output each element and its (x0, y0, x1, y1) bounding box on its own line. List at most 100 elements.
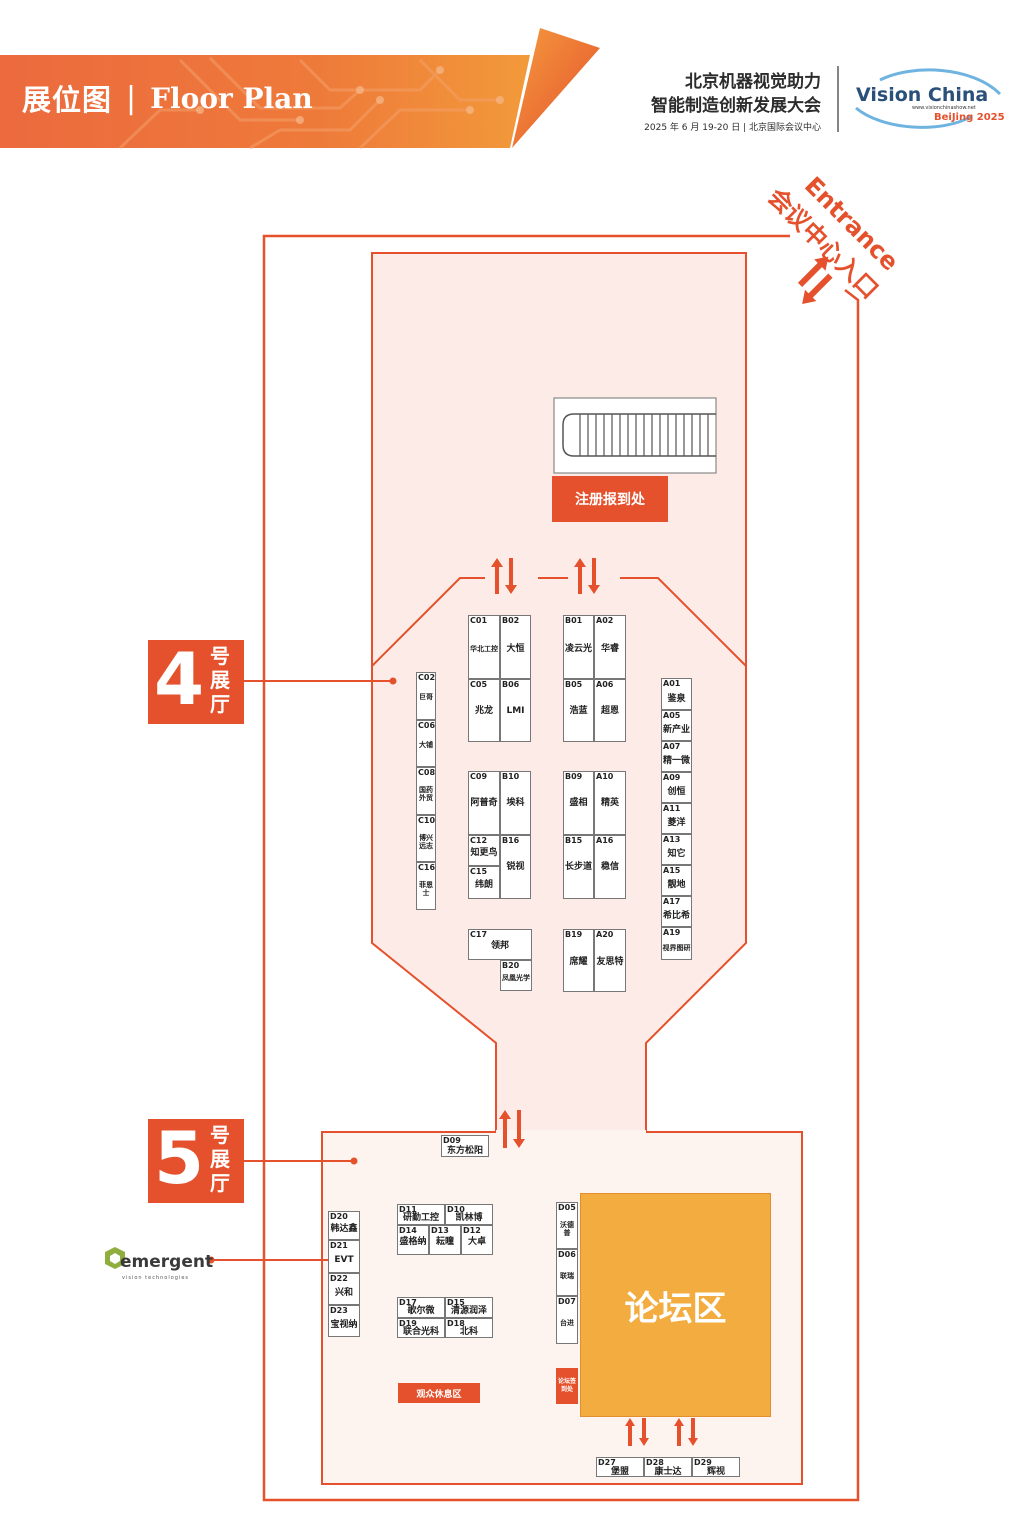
booth-code: B15 (565, 836, 583, 845)
hall5-number: 5 (154, 1116, 205, 1200)
logo-url: www.visionchinashow.net (912, 105, 976, 111)
booth-name: 联合光科 (402, 1327, 439, 1337)
booth-name: EVT (334, 1255, 354, 1265)
booth-code: A17 (663, 897, 681, 906)
booth-code: A06 (596, 680, 614, 689)
logo-main-text: Vision China (856, 84, 989, 106)
booth-code: B09 (565, 772, 583, 781)
booth-name: 凌云光 (564, 644, 592, 654)
forum-checkin[interactable]: 论坛签到处 (556, 1368, 578, 1404)
visitor-lounge[interactable]: 观众休息区 (398, 1383, 480, 1403)
booth-b05[interactable]: B05 浩蓝 (563, 679, 594, 742)
booth-code: D28 (646, 1458, 664, 1467)
booth-name: 韩达鑫 (330, 1224, 358, 1234)
booth-name: 歌尔微 (407, 1306, 435, 1316)
booth-code: C06 (418, 721, 436, 730)
booth-name: 清源润泽 (450, 1306, 487, 1316)
booth-code: B20 (502, 961, 520, 970)
booth-name: 华睿 (600, 644, 619, 654)
booth-name: 康士达 (654, 1467, 682, 1477)
booth-b19[interactable]: B19 席耀 (563, 929, 594, 992)
booth-code: A10 (596, 772, 614, 781)
booth-code: D15 (447, 1298, 465, 1307)
hall5-text: 号展厅 (210, 1123, 230, 1195)
sponsor-name: emergent (120, 1252, 214, 1272)
booth-code: B19 (565, 930, 583, 939)
booth-code: D14 (399, 1226, 417, 1235)
booth-code: D09 (443, 1136, 461, 1145)
banner-graphic (0, 28, 839, 150)
booth-code: A11 (663, 804, 681, 813)
booth-code: A05 (663, 711, 681, 720)
booth-code: D11 (399, 1205, 417, 1214)
booth-code: A19 (663, 928, 681, 937)
booth-name: 席耀 (569, 957, 588, 967)
booth-code: B05 (565, 680, 583, 689)
registration-desk[interactable]: 注册报到处 (552, 476, 668, 522)
logo-swoosh-icon (855, 68, 1002, 129)
booth-name: 锐视 (506, 862, 525, 872)
booth-name: 浩蓝 (569, 706, 588, 716)
conference-name-line1: 北京机器视觉助力 (685, 72, 821, 92)
booth-name: 宝视纳 (330, 1320, 358, 1330)
booth-name: 大恒 (506, 644, 525, 654)
booth-code: D17 (399, 1298, 417, 1307)
booth-code: C10 (418, 816, 436, 825)
booth-name: 大卓 (467, 1237, 486, 1247)
forum-area[interactable]: 论坛区 (580, 1193, 771, 1417)
